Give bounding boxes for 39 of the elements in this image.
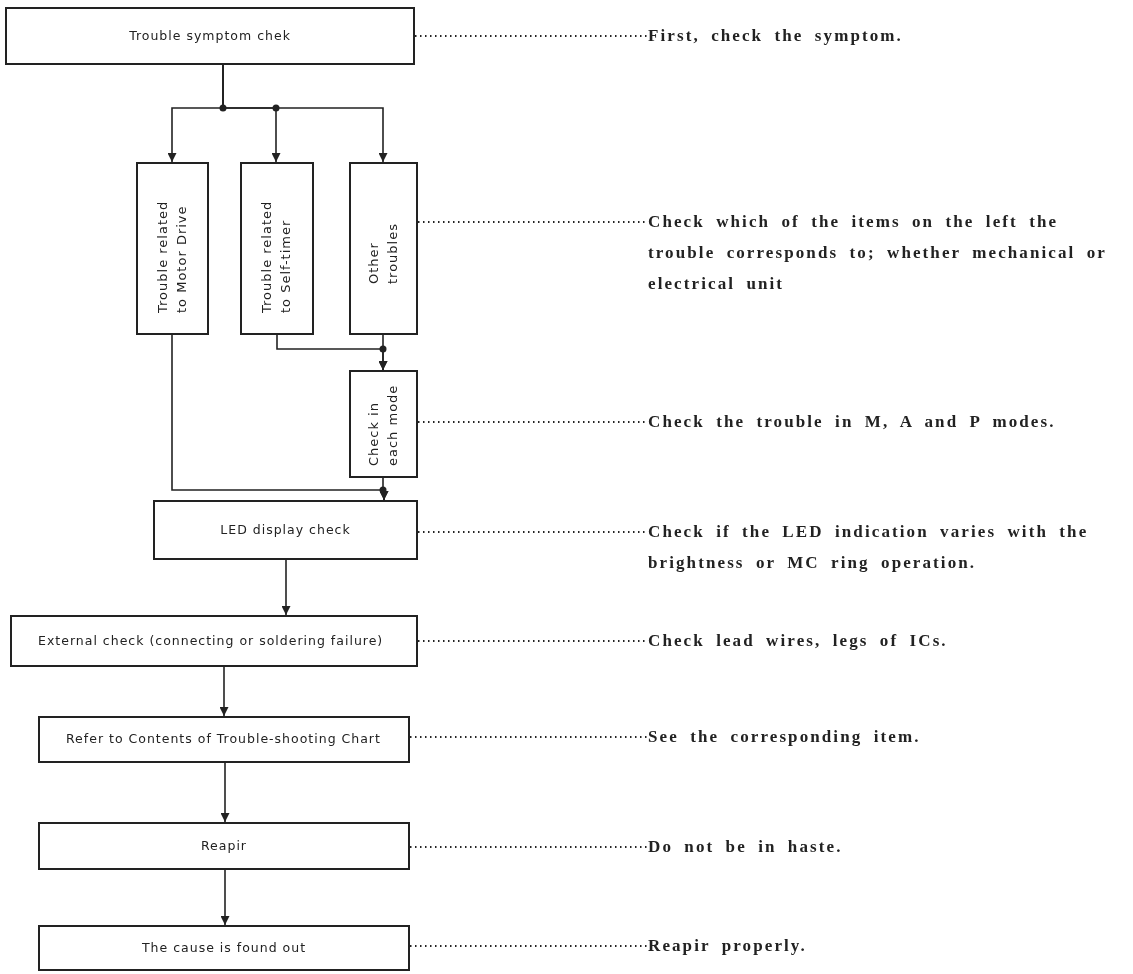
arrow [220, 869, 230, 926]
dotted-leader-line [414, 35, 649, 37]
arrow [222, 64, 388, 163]
box-label: Trouble symptom chek [129, 27, 291, 45]
process-box [349, 370, 418, 478]
process-box [38, 822, 410, 870]
box-label: Trouble related to Self-timer [258, 199, 294, 313]
process-box [136, 162, 209, 335]
note-text: Check which of the items on the left the trouble corresponds to; whether mechanical or electrical unit [648, 206, 1130, 299]
note-text: First, check the symptom. [648, 20, 1130, 51]
arrow [379, 477, 389, 501]
arrow [378, 334, 388, 371]
box-label: The cause is found out [141, 939, 307, 957]
process-box [153, 500, 418, 560]
dotted-leader-line [409, 846, 649, 848]
process-box [349, 162, 418, 335]
box-label: Trouble related to Motor Drive [153, 199, 190, 313]
note-text: Check if the LED indication varies with the brightness or MC ring operation. [648, 516, 1130, 578]
note-text: Check lead wires, legs of ICs. [648, 625, 1130, 656]
dotted-leader-line [409, 736, 649, 738]
box-label: External check (connecting or soldering failure) [38, 632, 384, 650]
arrow [219, 666, 229, 717]
process-box [38, 716, 410, 763]
box-label: Check in each mode [364, 383, 401, 466]
box-label: Refer to Contents of Trouble-shooting Chart [66, 731, 381, 748]
note-text: Reapir properly. [648, 930, 1130, 961]
arrow [220, 762, 230, 823]
arrow [281, 559, 291, 616]
process-box [38, 925, 410, 971]
process-box [10, 615, 418, 667]
note-text: See the corresponding item. [648, 721, 1130, 752]
note-text: Do not be in haste. [648, 831, 1130, 862]
process-box [5, 7, 415, 65]
box-label: LED display check [220, 521, 351, 539]
box-label: Reapir [201, 837, 247, 855]
dotted-leader-line [409, 945, 649, 947]
box-label: Other troubles [364, 221, 401, 284]
note-text: Check the trouble in M, A and P modes. [648, 406, 1130, 437]
process-box [240, 162, 314, 335]
